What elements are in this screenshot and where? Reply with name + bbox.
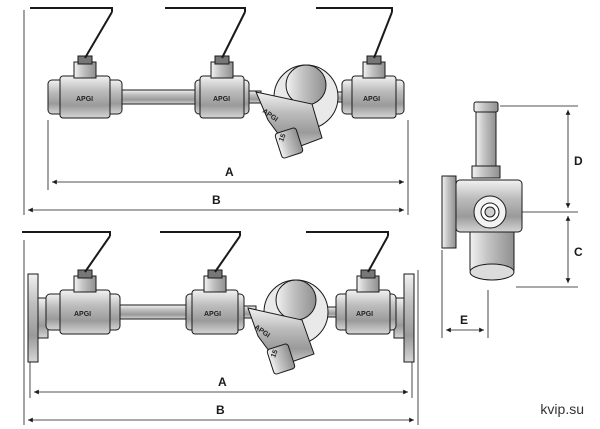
top-assembly bbox=[30, 7, 405, 159]
bottom-dim-a-label: A bbox=[218, 375, 227, 389]
balancing-valve-bottom bbox=[247, 279, 329, 375]
bottom-dim-b-label: B bbox=[216, 403, 225, 417]
top-dim-a-label: A bbox=[225, 165, 234, 179]
top-valve1-brand: APGI bbox=[76, 96, 93, 103]
side-dim-c-label: C bbox=[574, 245, 583, 259]
top-dimensions bbox=[23, 10, 409, 215]
side-dim-e-label: E bbox=[460, 313, 468, 327]
watermark: kvip.su bbox=[540, 401, 584, 417]
ball-valve-1 bbox=[30, 7, 123, 119]
bottom-assembly bbox=[22, 231, 415, 375]
bottom-valve2-brand: APGI bbox=[204, 311, 221, 318]
bottom-ball-valve-2 bbox=[160, 231, 245, 335]
ball-valve-2 bbox=[165, 7, 250, 119]
bottom-ball-valve-3 bbox=[306, 231, 397, 335]
top-valve2-brand: APGI bbox=[213, 96, 230, 103]
side-dim-d-label: D bbox=[574, 154, 583, 168]
side-dimensions bbox=[441, 105, 578, 338]
bottom-valve1-brand: APGI bbox=[74, 311, 91, 318]
bottom-dimensions bbox=[23, 240, 419, 425]
side-view bbox=[441, 101, 523, 281]
bottom-valve3-brand: APGI bbox=[356, 311, 373, 318]
bottom-strainer-number: 15 bbox=[270, 349, 279, 359]
top-valve3-brand: APGI bbox=[363, 96, 380, 103]
top-strainer-number: 15 bbox=[278, 133, 287, 143]
bottom-ball-valve-1 bbox=[22, 231, 121, 335]
ball-valve-3 bbox=[316, 7, 405, 119]
balancing-valve-top bbox=[255, 64, 339, 159]
top-dim-b-label: B bbox=[212, 193, 221, 207]
